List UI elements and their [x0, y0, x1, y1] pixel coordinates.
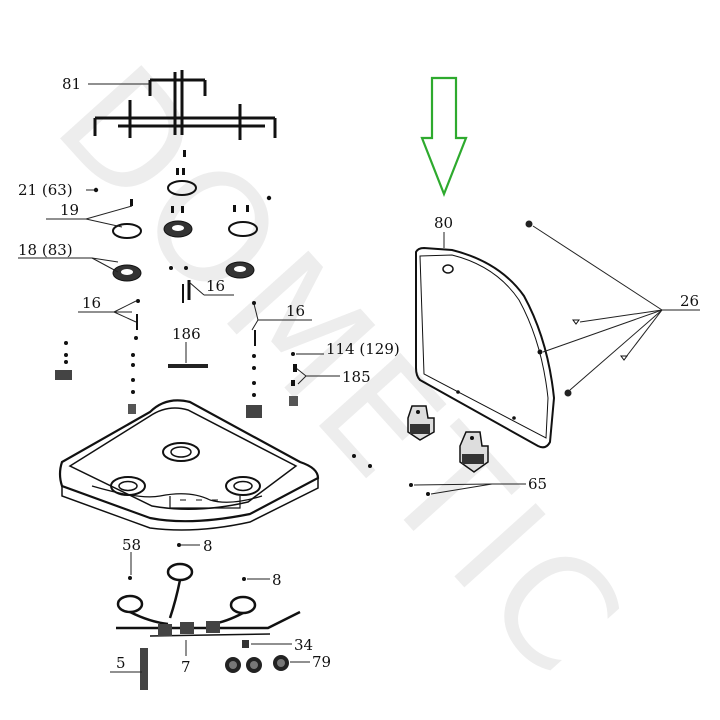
label-81: 81	[62, 75, 81, 93]
pan-support-81	[93, 70, 277, 140]
igniter-middle	[169, 266, 191, 303]
label-16-left: 16	[82, 294, 101, 312]
label-16-middle: 16	[206, 277, 225, 295]
label-26: 26	[680, 292, 699, 310]
label-34: 34	[294, 636, 313, 654]
igniter-left	[55, 299, 140, 414]
label-8-lower: 8	[272, 571, 282, 589]
green-down-arrow-icon	[420, 76, 468, 198]
label-5: 5	[116, 654, 126, 672]
label-58: 58	[122, 536, 141, 554]
lid-hinges	[352, 405, 489, 473]
label-8-upper: 8	[203, 537, 213, 555]
burner-caps	[112, 180, 258, 282]
label-7: 7	[181, 658, 191, 676]
watermark: DOMETIC	[23, 35, 657, 712]
label-80: 80	[434, 214, 453, 232]
spark-pins	[130, 150, 249, 213]
gas-manifold	[116, 543, 301, 690]
label-16-right: 16	[286, 302, 305, 320]
glass-lid-80	[415, 246, 556, 449]
label-21-63: 21 (63)	[18, 181, 73, 199]
label-185: 185	[342, 368, 371, 386]
control-knobs-79	[225, 655, 289, 673]
clip-185	[289, 364, 298, 406]
label-65: 65	[528, 475, 547, 493]
hinge-screws-26	[525, 220, 628, 397]
watermark-text: DOMETIC	[23, 35, 657, 712]
hob-tray	[58, 399, 320, 531]
label-186: 186	[172, 325, 201, 343]
label-19: 19	[60, 201, 79, 219]
label-114-129: 114 (129)	[326, 340, 400, 358]
label-79: 79	[312, 653, 331, 671]
igniter-right	[246, 301, 262, 418]
label-18-83: 18 (83)	[18, 241, 73, 259]
